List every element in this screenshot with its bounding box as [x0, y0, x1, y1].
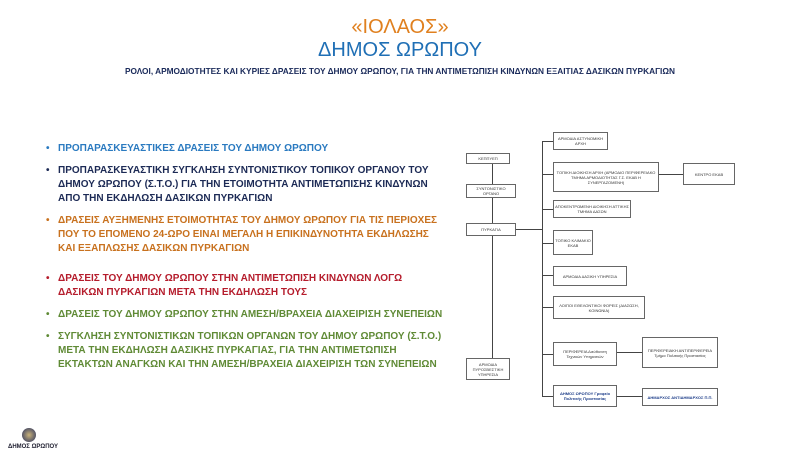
diagram-box: ΠΥΡΚΑΓΙΑ [466, 223, 516, 236]
diagram-box: ΚΕΝΤΡΟ ΕΚΑΒ [683, 163, 735, 185]
diagram-box: ΠΕΡΙΦΕΡΕΙΑ Διεύθυνση Τεχνικών Υπηρεσιών [553, 342, 617, 366]
bullet-item: •ΔΡΑΣΕΙΣ ΑΥΞΗΜΕΝΗΣ ΕΤΟΙΜΟΤΗΤΑΣ ΤΟΥ ΔΗΜΟΥ… [46, 215, 437, 254]
diagram-box: ΤΟΠΙΚΟ ΚΛΙΜΑΚΙΟ ΕΚΑΒ [553, 230, 593, 255]
slide-description: ΡΟΛΟΙ, ΑΡΜΟΔΙΟΤΗΤΕΣ ΚΑΙ ΚΥΡΙΕΣ ΔΡΑΣΕΙΣ Τ… [124, 66, 676, 76]
footer-logo-text: ΔΗΜΟΣ ΩΡΩΠΟΥ [8, 444, 59, 450]
bullet-item: •ΠΡΟΠΑΡΑΣΚΕΥΑΣΤΙΚΕΣ ΔΡΑΣΕΙΣ ΤΟΥ ΔΗΜΟΥ ΩΡ… [46, 143, 329, 154]
diagram-box: ΔΗΜΟΣ ΩΡΩΠΟΥ Γραφείο Πολιτικής Προστασία… [553, 385, 617, 407]
diagram-box: ΤΟΠΙΚΗ ΔΙΟΙΚΗΣΗ ΑΡΧΗ (ΑΡΜΟΔΙΟ ΠΕΡΙΦΕΡΕΙΑ… [553, 162, 659, 192]
bullet-item: •ΠΡΟΠΑΡΑΣΚΕΥΑΣΤΙΚΗ ΣΥΓΚΛΗΣΗ ΣΥΝΤΟΝΙΣΤΙΚΟ… [46, 165, 429, 204]
diagram-box: ΑΠΟΚΕΝΤΡΩΜΕΝΗ ΔΙΟΙΚΗΣΗ ΑΤΤΙΚΗΣ ΤΜΗΜΑ ΔΑΣ… [553, 200, 631, 218]
bullet-list: •ΠΡΟΠΑΡΑΣΚΕΥΑΣΤΙΚΕΣ ΔΡΑΣΕΙΣ ΤΟΥ ΔΗΜΟΥ ΩΡ… [46, 142, 443, 372]
diagram-box: ΑΡΜΟΔΙΑ ΠΥΡΟΣΒΕΣΤΙΚΗ ΥΠΗΡΕΣΙΑ [466, 358, 510, 380]
bullet-item: •ΣΥΓΚΛΗΣΗ ΣΥΝΤΟΝΙΣΤΙΚΩΝ ΤΟΠΙΚΩΝ ΟΡΓΑΝΩΝ … [46, 331, 442, 370]
diagram-box: ΛΟΙΠΟΙ ΕΘΕΛΟΝΤΙΚΟΙ ΦΟΡΕΙΣ (ΔΙΑΣΩΣΗ, ΚΟΙΝ… [553, 296, 645, 319]
diagram-box: ΑΡΜΟΔΙΑ ΔΑΣΙΚΗ ΥΠΗΡΕΣΙΑ [553, 266, 627, 286]
diagram-box: ΔΗΜΑΡΧΟΣ ΑΝΤΙΔΗΜΑΡΧΟΣ Π.Π. [642, 388, 718, 406]
bullet-item: •ΔΡΑΣΕΙΣ ΤΟΥ ΔΗΜΟΥ ΩΡΩΠΟΥ ΣΤΗΝ ΑΝΤΙΜΕΤΩΠ… [46, 273, 403, 298]
municipality-title: ΔΗΜΟΣ ΩΡΩΠΟΥ [318, 39, 482, 61]
diagram-box: ΚΕΠΠΥΕΠ [466, 153, 510, 164]
bullet-item: •ΔΡΑΣΕΙΣ ΤΟΥ ΔΗΜΟΥ ΩΡΩΠΟΥ ΣΤΗΝ ΑΜΕΣΗ/ΒΡΑ… [46, 309, 443, 320]
diagram-box: ΣΥΝΤΟΝΙΣΤΙΚΟ ΟΡΓΑΝΟ [466, 184, 516, 198]
diagram-box: ΑΡΜΟΔΙΑ ΑΣΤΥΝΟΜΙΚΗ ΑΡΧΗ [553, 132, 608, 150]
municipality-seal-logo [22, 428, 36, 442]
presentation-title: «ΙΟΛΑΟΣ» [351, 16, 449, 38]
diagram-box: ΠΕΡΙΦΕΡΕΙΑΚΗ ΑΝΤΙΠΕΡΙΦΕΡΕΙΑ Τμήμα Πολιτι… [642, 337, 718, 368]
